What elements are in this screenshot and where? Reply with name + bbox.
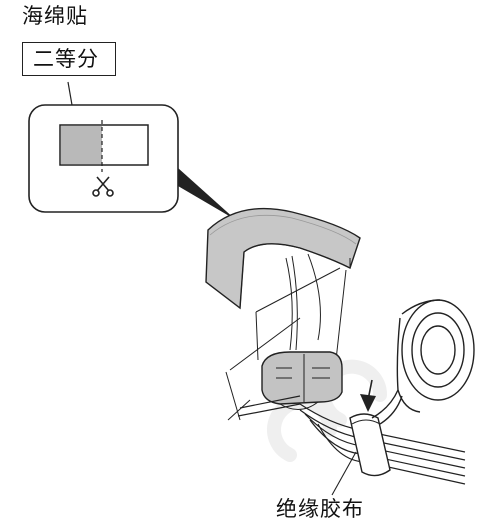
mounting-panel bbox=[225, 267, 347, 421]
tape-roll bbox=[371, 299, 475, 425]
split-label: 二等分 bbox=[33, 47, 99, 71]
sponge-label: 海绵贴 bbox=[22, 4, 88, 28]
signal-wires bbox=[285, 253, 321, 351]
wrap-arrow-icon bbox=[360, 379, 376, 412]
tape-leader-line bbox=[331, 451, 357, 496]
split-label-box: 二等分 bbox=[22, 42, 116, 76]
tape-label: 绝缘胶布 bbox=[276, 497, 364, 521]
sponge-pad bbox=[205, 207, 361, 310]
tape-wrap bbox=[349, 413, 391, 477]
sponge-pad-diagram bbox=[59, 120, 149, 172]
scissors-icon bbox=[92, 176, 114, 197]
